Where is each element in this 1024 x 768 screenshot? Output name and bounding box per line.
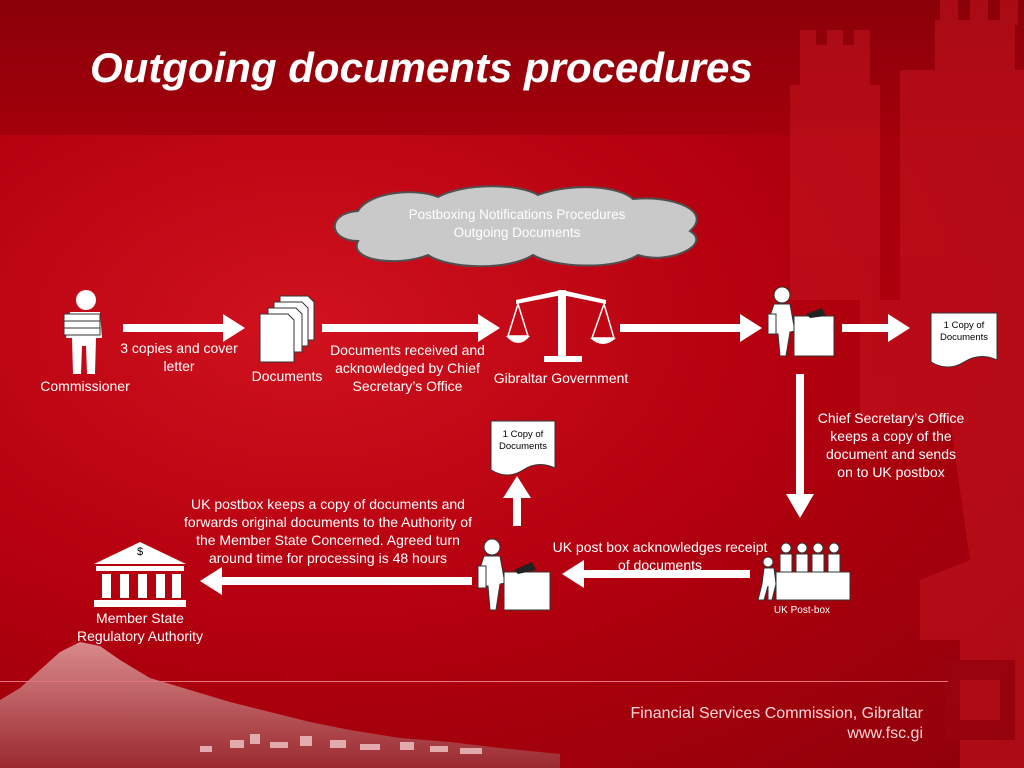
arrow-government-to-cso	[620, 314, 762, 342]
arrow-forwarder-to-member-state	[200, 567, 472, 595]
arrow-forwarder-to-copy	[503, 476, 531, 526]
uk-keeps-line2: forwards original documents to the Autho…	[184, 514, 472, 530]
documents-label: Documents	[251, 368, 323, 384]
document-icon-uk-copy	[490, 420, 556, 476]
rock-of-gibraltar-image	[0, 642, 560, 768]
uk-keeps-line1: UK postbox keeps a copy of documents and	[191, 496, 465, 512]
cso-copy-label: 1 Copy of Documents	[932, 320, 996, 344]
cso-line1: Chief Secretary’s Office	[817, 410, 965, 426]
commissioner-person-icon	[63, 290, 102, 374]
documents-stack-icon	[259, 295, 315, 363]
received-label: Documents received and acknowledged by C…	[320, 341, 495, 395]
received-line1: Documents received and	[330, 342, 485, 358]
uk-postbox-label: UK Post-box	[773, 605, 831, 616]
member-state-label: Member State Regulatory Authority	[60, 609, 220, 645]
document-icon-cso-copy	[930, 312, 998, 368]
slide-title: Outgoing documents procedures	[90, 44, 753, 91]
arrow-cso-to-ukpostbox	[786, 374, 814, 518]
cso-line2: keeps a copy of the	[830, 428, 952, 444]
received-line2: acknowledged by Chief	[335, 360, 480, 376]
uk-keeps-label: UK postbox keeps a copy of documents and…	[168, 495, 488, 567]
cso-line3: document and sends	[826, 446, 956, 462]
commissioner-label: Commissioner	[40, 378, 130, 394]
gibraltar-government-label: Gibraltar Government	[493, 370, 629, 386]
cloud-label: Postboxing Notifications Procedures Outg…	[372, 206, 662, 242]
uk-keeps-line4: around time for processing is 48 hours	[208, 550, 448, 566]
uk-copy-label: 1 Copy of Documents	[491, 429, 555, 453]
member-state-line1: Member State	[96, 610, 184, 626]
arrow-cso-to-copy	[842, 314, 910, 342]
uk-ack-line2: of documents	[617, 557, 703, 573]
scales-icon	[506, 290, 616, 362]
arrow-ukpostbox-to-forwarder	[562, 560, 750, 588]
uk-keeps-line3: the Member State Concerned. Agreed turn	[196, 532, 460, 548]
bank-symbol: $	[136, 546, 144, 558]
cloud-label-line2: Outgoing Documents	[453, 225, 581, 240]
arrow-documents-to-government	[322, 314, 500, 342]
cover-letter-line2: letter	[163, 358, 195, 374]
cover-letter-line1: 3 copies and cover	[120, 340, 238, 356]
cso-copy-line2: Documents	[939, 332, 989, 343]
cso-description: Chief Secretary’s Office keeps a copy of…	[806, 409, 976, 481]
uk-ack-label: UK post box acknowledges receipt of docu…	[540, 538, 780, 574]
desk-worker-icon	[767, 286, 835, 357]
footer-organization: Financial Services Commission, Gibraltar	[630, 705, 923, 722]
desk-worker-icon-uk	[477, 538, 551, 611]
cso-copy-line1: 1 Copy of	[943, 320, 985, 331]
bank-building-icon	[94, 542, 186, 607]
group-desk-icon	[757, 542, 851, 601]
uk-ack-line1: UK post box acknowledges receipt	[552, 539, 768, 555]
cloud-shape	[333, 185, 698, 267]
cover-letter-label: 3 copies and cover letter	[108, 339, 250, 375]
uk-copy-line2: Documents	[498, 441, 548, 452]
arrow-commissioner-to-documents	[123, 314, 245, 342]
footer-divider	[0, 681, 948, 682]
uk-copy-line1: 1 Copy of	[502, 429, 544, 440]
cloud-label-line1: Postboxing Notifications Procedures	[408, 207, 626, 222]
cso-line4: on to UK postbox	[837, 464, 945, 480]
footer-website: www.fsc.gi	[847, 725, 923, 742]
member-state-line2: Regulatory Authority	[76, 628, 204, 644]
received-line3: Secretary’s Office	[352, 378, 463, 394]
